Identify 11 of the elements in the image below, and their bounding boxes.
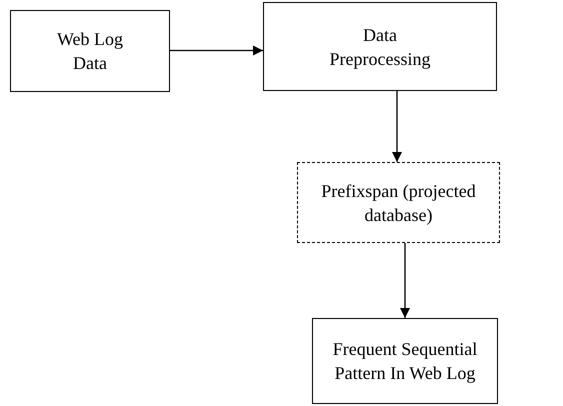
process-box — [263, 2, 497, 91]
process-box — [312, 318, 498, 404]
box-label: Web Log Data — [56, 28, 124, 75]
process-box — [10, 10, 170, 92]
arrow — [400, 243, 410, 318]
box-label: Data Preprocessing — [328, 24, 432, 70]
box-label: Prefixspan (projected database) — [320, 180, 477, 226]
arrow — [170, 46, 263, 56]
arrow — [392, 91, 402, 162]
process-box — [297, 162, 500, 243]
box-label: Frequent Sequential Pattern In Web Log — [332, 338, 478, 385]
